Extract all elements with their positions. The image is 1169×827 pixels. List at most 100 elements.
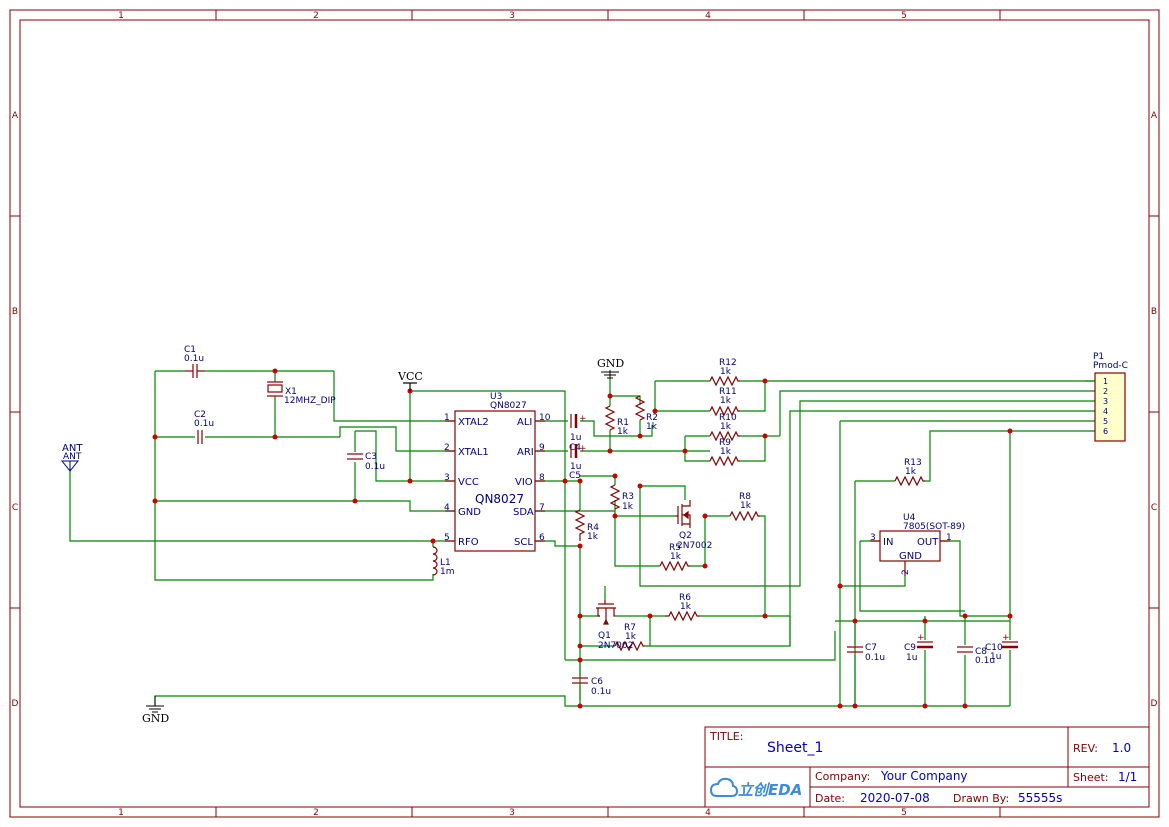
date-value: 2020-07-08 xyxy=(860,791,930,805)
zone-row-c-right: C xyxy=(1151,503,1157,513)
u3-pin-num: 6 xyxy=(539,533,545,543)
c1-ref: C1 xyxy=(184,345,196,355)
capacitor-c9[interactable]: + C9 1u xyxy=(904,633,933,663)
c3-value: 0.1u xyxy=(365,462,385,472)
u3-pin-num: 4 xyxy=(444,503,450,513)
r1-ref: R1 xyxy=(617,418,629,428)
resistor-r1[interactable]: R1 1k xyxy=(604,405,629,437)
resistor-r4[interactable]: R4 1k xyxy=(574,509,599,542)
c7-value: 0.1u xyxy=(865,653,885,663)
p1-pin: 1 xyxy=(1103,377,1108,386)
u3-name: QN8027 xyxy=(475,492,524,506)
c8-ref: C8 xyxy=(975,647,987,657)
inductor-l1[interactable]: L1 1m xyxy=(432,546,455,577)
sheet-frame: 1 2 3 4 5 1 2 3 4 5 A B C D A B C D xyxy=(9,9,1160,818)
u3-pin-name: VCC xyxy=(458,477,479,488)
connector-p1[interactable]: P1 Pmod-C 1 2 3 4 5 6 xyxy=(1093,352,1128,442)
q2-value: 2N7002 xyxy=(677,541,712,551)
chip-u3[interactable]: U3 QN8027 QN8027 1 XTAL2 2 XTAL1 3 VCC 4… xyxy=(444,392,551,552)
zone-row-b-right: B xyxy=(1151,307,1157,317)
resistor-r3[interactable]: R3 1k xyxy=(609,484,634,512)
r4-ref: R4 xyxy=(587,523,599,533)
capacitor-c10[interactable]: + C10 1u xyxy=(985,633,1018,662)
r7-value: 1k xyxy=(625,632,637,642)
u3-value: QN8027 xyxy=(490,401,527,411)
x1-value: 12MHZ_DIP xyxy=(284,396,336,406)
rev-value: 1.0 xyxy=(1112,741,1131,755)
capacitor-c5[interactable]: + 1u C5 xyxy=(569,444,587,481)
zone-col-5-top: 5 xyxy=(901,11,907,21)
resistor-r10[interactable]: R10 1k xyxy=(709,413,740,442)
zone-col-4-bottom: 4 xyxy=(705,808,711,818)
vcc-symbol[interactable]: VCC xyxy=(397,370,423,391)
capacitor-c2[interactable]: C2 0.1u xyxy=(194,410,214,444)
c9-value: 1u xyxy=(906,653,917,663)
u3-pin-name: VIO xyxy=(515,477,533,488)
zone-row-d-right: D xyxy=(1151,699,1158,709)
r12-ref: R12 xyxy=(719,358,737,368)
title-block: TITLE: Sheet_1 REV: 1.0 Company: Your Co… xyxy=(704,726,1150,808)
u3-pin-num: 7 xyxy=(539,503,545,513)
r6-ref: R6 xyxy=(679,593,691,603)
u3-pin-num: 8 xyxy=(539,473,545,483)
antenna-symbol[interactable]: ANT ANT xyxy=(60,443,83,472)
resistor-r5[interactable]: R5 1k xyxy=(659,543,690,572)
resistor-r12[interactable]: R12 1k xyxy=(709,358,740,387)
svg-text:+: + xyxy=(917,633,925,643)
mosfet-q1[interactable]: Q1 2N7002 xyxy=(596,600,633,651)
p1-pin: 2 xyxy=(1103,387,1108,396)
zone-col-3-top: 3 xyxy=(509,11,515,21)
c1-value: 0.1u xyxy=(184,354,204,364)
mosfet-q2[interactable]: Q2 2N7002 xyxy=(675,500,712,551)
rev-label: REV: xyxy=(1073,742,1098,755)
gnd-symbol-bottom[interactable]: GND xyxy=(142,696,169,725)
capacitor-c6[interactable]: C6 0.1u xyxy=(572,677,611,697)
svg-text:+: + xyxy=(1002,633,1010,643)
u3-pin-name: GND xyxy=(458,507,481,518)
regulator-u4[interactable]: U4 7805(SOT-89) IN OUT GND 3 1 2 xyxy=(870,513,965,576)
r13-ref: R13 xyxy=(904,458,922,468)
u3-pin-name: ARI xyxy=(517,447,534,458)
capacitor-c8[interactable]: C8 0.1u xyxy=(957,646,995,666)
zone-col-4-top: 4 xyxy=(705,11,711,21)
resistor-r13[interactable]: R13 1k xyxy=(894,458,925,487)
capacitor-c1[interactable]: C1 0.1u xyxy=(184,345,205,378)
q1-value: 2N7002 xyxy=(598,641,633,651)
zone-row-a-left: A xyxy=(12,111,19,121)
zone-col-1-bottom: 1 xyxy=(118,808,124,818)
p1-pin: 6 xyxy=(1103,427,1108,436)
zone-col-5-bottom: 5 xyxy=(901,808,907,818)
u4-value: 7805(SOT-89) xyxy=(903,522,965,532)
crystal-x1[interactable]: X1 12MHZ_DIP xyxy=(267,381,336,406)
u3-pin-name: SDA xyxy=(513,507,534,518)
capacitor-c7[interactable]: C7 0.1u xyxy=(847,643,885,663)
resistor-r2[interactable]: R2 1k xyxy=(634,395,658,432)
q2-ref: Q2 xyxy=(679,531,692,541)
u3-pin-num: 3 xyxy=(444,473,450,483)
r10-value: 1k xyxy=(720,422,732,432)
c5-ref: C5 xyxy=(569,471,581,481)
resistor-r7[interactable]: R7 1k xyxy=(614,623,645,652)
gnd-bottom-label: GND xyxy=(142,712,169,725)
c9-ref: C9 xyxy=(904,643,916,653)
u3-pin-num: 10 xyxy=(539,413,551,423)
ant-ref: ANT xyxy=(62,443,83,454)
c2-value: 0.1u xyxy=(194,419,214,429)
capacitor-c3[interactable]: C3 0.1u xyxy=(347,452,385,472)
r13-value: 1k xyxy=(905,467,917,477)
c6-ref: C6 xyxy=(591,677,603,687)
gnd-symbol-top[interactable]: GND xyxy=(597,357,624,379)
c4-value: 1u xyxy=(570,433,581,443)
r5-ref: R5 xyxy=(669,543,681,553)
resistor-r6[interactable]: R6 1k xyxy=(665,593,700,622)
resistor-r11[interactable]: R11 1k xyxy=(709,387,740,417)
resistor-r8[interactable]: R8 1k xyxy=(729,492,760,522)
u3-pin-name: XTAL1 xyxy=(458,447,489,458)
u3-pin-num: 9 xyxy=(539,443,545,453)
r9-ref: R9 xyxy=(719,438,731,448)
gnd-top-label: GND xyxy=(597,357,624,370)
c10-value: 1u xyxy=(990,652,1001,662)
resistor-r9[interactable]: R9 1k xyxy=(709,438,740,467)
zone-row-c-left: C xyxy=(12,503,18,513)
